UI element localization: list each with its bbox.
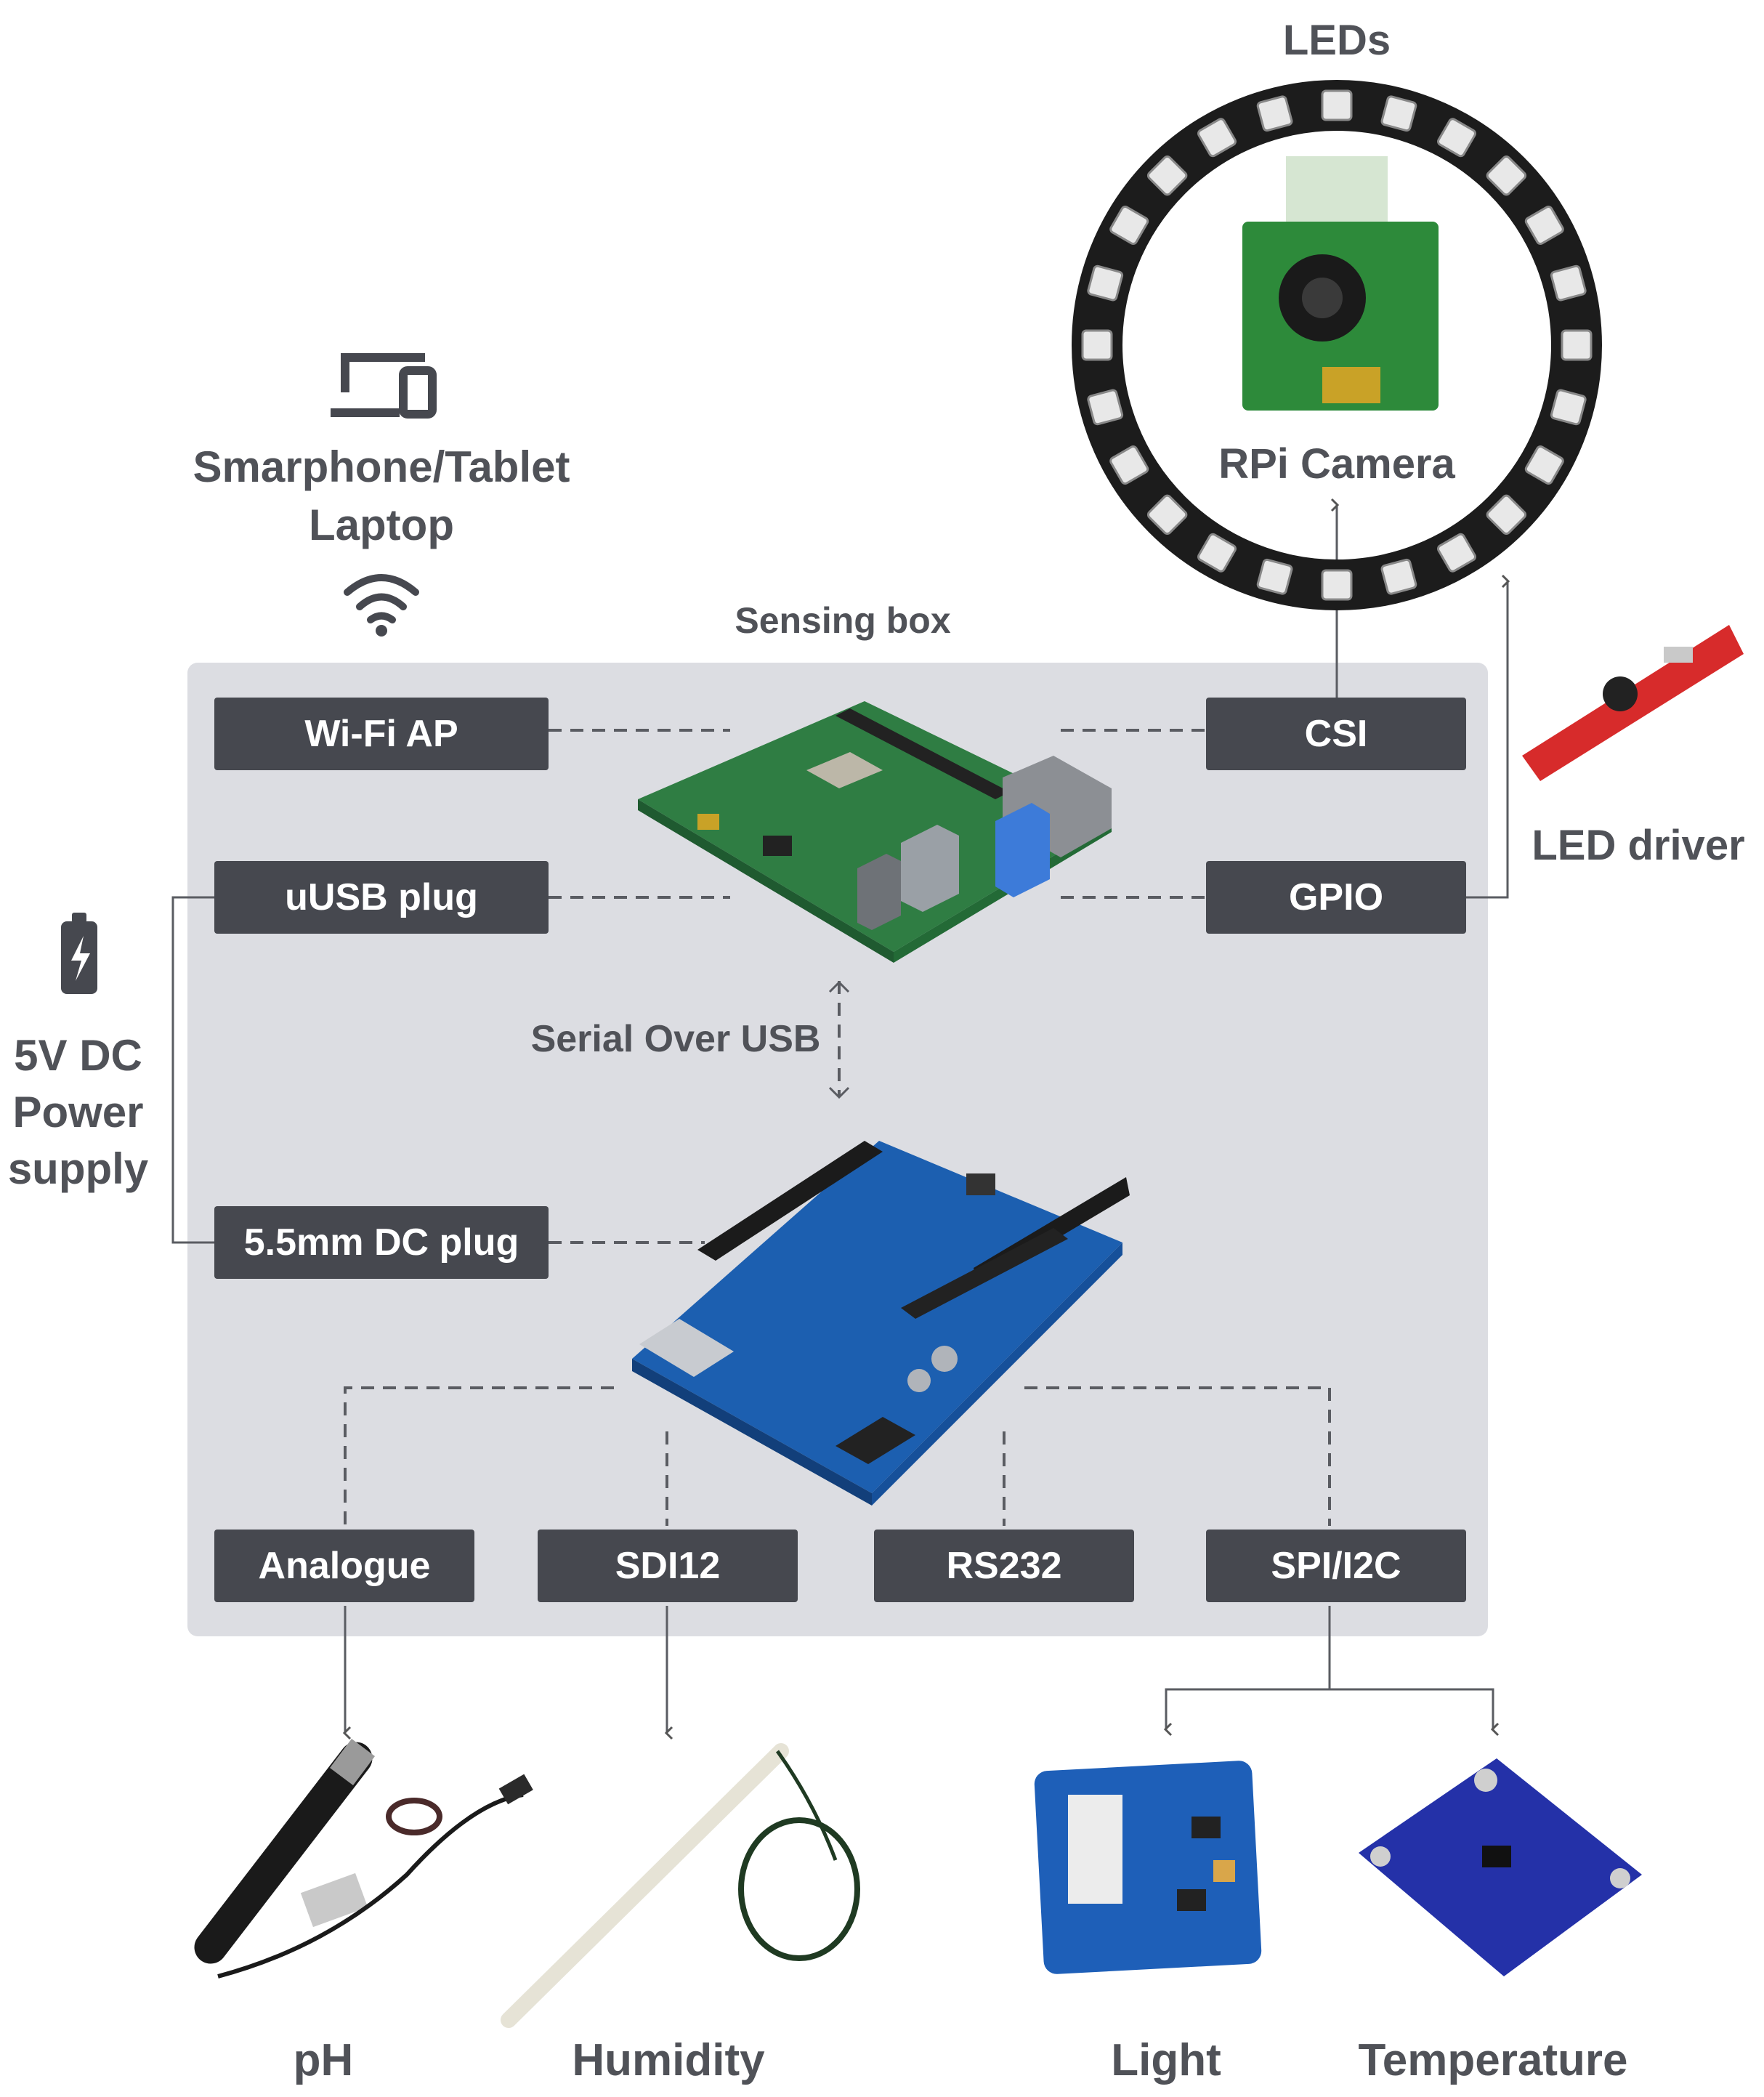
csi-port[interactable]: CSI	[1206, 698, 1466, 770]
led-pad	[1197, 118, 1237, 158]
led-pad	[1524, 445, 1564, 485]
device-label-line2: Laptop	[309, 501, 454, 549]
led-pad	[1524, 206, 1564, 245]
dc-plug-port[interactable]: 5.5mm DC plug	[214, 1206, 549, 1279]
led-pad	[1197, 533, 1237, 573]
led-pad	[1550, 389, 1587, 426]
sensing-box-title: Sensing box	[735, 600, 951, 641]
temperature-label: Temperature	[1358, 2035, 1628, 2085]
led-pad	[1486, 494, 1527, 536]
led-pad	[1486, 155, 1527, 196]
analogue-port[interactable]: Analogue	[214, 1530, 474, 1602]
gpio-port[interactable]: GPIO	[1206, 861, 1466, 934]
leds-label: LEDs	[1282, 17, 1391, 64]
led-pad	[1256, 95, 1293, 132]
led-pad	[1561, 329, 1593, 361]
led-pad	[1109, 445, 1149, 485]
led-pad	[1087, 389, 1124, 426]
led-pad	[1087, 264, 1124, 302]
device-label-line1: Smarphone/Tablet	[193, 443, 570, 491]
serial-over-usb-label: Serial Over USB	[530, 1018, 821, 1060]
power-label-line3: supply	[7, 1144, 149, 1193]
led-pad	[1437, 118, 1476, 158]
led-pad	[1109, 206, 1149, 245]
led-pad	[1550, 264, 1587, 302]
light-label: Light	[1111, 2035, 1221, 2085]
led-pad	[1437, 533, 1476, 573]
led-pad	[1321, 569, 1353, 601]
camera-label: RPi Camera	[1218, 440, 1455, 488]
wifi-ap-port[interactable]: Wi-Fi AP	[214, 698, 549, 770]
led-pad	[1321, 89, 1353, 121]
ph-label: pH	[293, 2035, 354, 2085]
sdi12-port[interactable]: SDI12	[538, 1530, 798, 1602]
led-driver-label: LED driver	[1532, 822, 1745, 869]
led-pad	[1380, 558, 1417, 595]
power-label-line1: 5V DC	[14, 1031, 142, 1080]
led-pad	[1380, 95, 1417, 132]
power-label-line2: Power	[12, 1088, 144, 1136]
rs232-port[interactable]: RS232	[874, 1530, 1134, 1602]
usb-plug-port[interactable]: uUSB plug	[214, 861, 549, 934]
led-pad	[1146, 494, 1188, 536]
led-pad	[1081, 329, 1113, 361]
led-pad	[1146, 155, 1188, 196]
humidity-label: Humidity	[572, 2035, 765, 2085]
spi-i2c-port[interactable]: SPI/I2C	[1206, 1530, 1466, 1602]
led-pad	[1256, 558, 1293, 595]
